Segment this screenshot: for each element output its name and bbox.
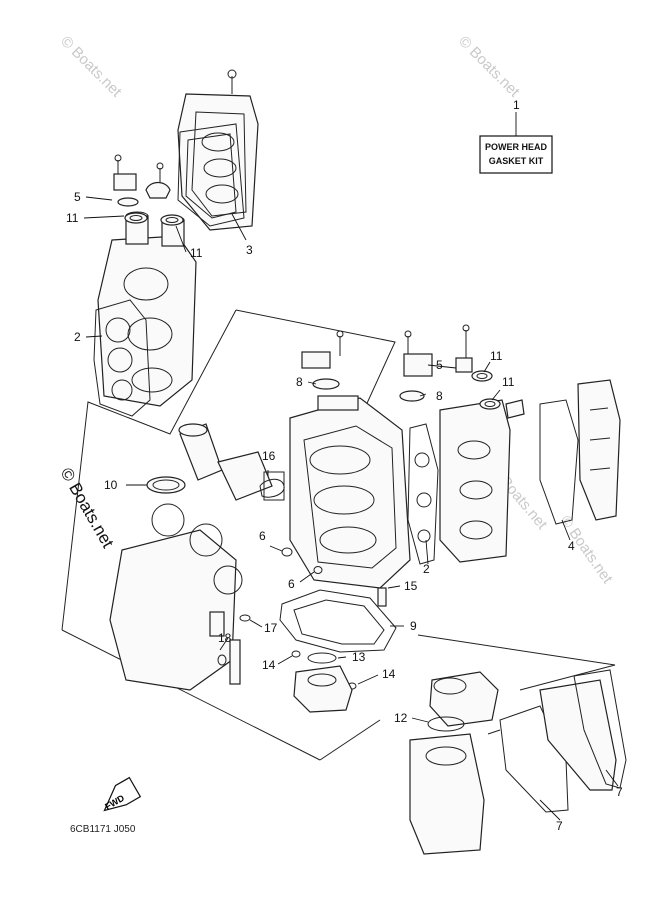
cylinder-block-left bbox=[97, 211, 197, 407]
o-rings-6 bbox=[281, 547, 323, 574]
exhaust-gasket-left bbox=[93, 299, 151, 417]
forward-direction-arrow: FWD bbox=[103, 776, 142, 812]
exhaust-cover-gaskets-7 bbox=[499, 669, 627, 813]
cylinder-head-right bbox=[439, 399, 511, 563]
callout-2-left: 2 bbox=[74, 330, 81, 344]
thermostat-right bbox=[399, 324, 525, 419]
callout-18: 18 bbox=[218, 631, 232, 645]
callout-16: 16 bbox=[262, 449, 276, 463]
callout-2-center: 2 bbox=[423, 562, 430, 576]
callout-10: 10 bbox=[104, 478, 118, 492]
dowel-pipe-15 bbox=[377, 587, 387, 607]
callout-11-right-upper: 11 bbox=[490, 349, 503, 363]
callout-8-right: 8 bbox=[436, 389, 443, 403]
callout-9: 9 bbox=[410, 619, 417, 633]
head-gasket-3 bbox=[177, 123, 245, 227]
assembly-outlines bbox=[61, 309, 616, 761]
watermark-top-left: © Boats.net bbox=[57, 33, 125, 101]
thermostat-left bbox=[113, 154, 184, 226]
water-housing bbox=[291, 650, 357, 713]
callout-4: 4 bbox=[568, 539, 575, 553]
callout-6-upper: 6 bbox=[259, 529, 266, 543]
thermostat-center bbox=[301, 330, 344, 390]
base-gasket-9 bbox=[279, 589, 397, 653]
kit-label-line1: POWER HEAD bbox=[485, 142, 548, 152]
drawing-code: 6CB1171 J050 bbox=[70, 824, 136, 835]
callout-8-center: 8 bbox=[296, 375, 303, 389]
power-head-gasket-kit-label: POWER HEAD GASKET KIT bbox=[479, 112, 553, 174]
callout-11-left: 11 bbox=[66, 211, 79, 225]
lower-block-crankshaft bbox=[109, 476, 251, 691]
callout-11-mid: 11 bbox=[190, 246, 203, 260]
callout-3: 3 bbox=[246, 243, 253, 257]
callout-5-right: 5 bbox=[436, 358, 443, 372]
leader-lines bbox=[83, 196, 619, 821]
cylinder-head-top-left bbox=[177, 69, 259, 231]
callout-14-right: 14 bbox=[382, 667, 396, 681]
exhaust-guide-lower bbox=[409, 671, 501, 855]
callout-1: 1 bbox=[513, 98, 520, 112]
watermark-top-right: © Boats.net bbox=[455, 33, 523, 101]
callout-11-right-lower: 11 bbox=[502, 375, 515, 389]
kit-label-line2: GASKET KIT bbox=[489, 156, 544, 166]
callout-6-lower: 6 bbox=[288, 577, 295, 591]
callout-14-left: 14 bbox=[262, 658, 276, 672]
watermark-lower-right: © Boats.net bbox=[557, 513, 616, 588]
callout-15: 15 bbox=[404, 579, 418, 593]
callouts: 1 2 2 3 4 5 5 6 6 7 7 8 8 9 10 11 11 11 … bbox=[66, 98, 623, 833]
callout-17: 17 bbox=[264, 621, 278, 635]
oil-filter-assembly bbox=[178, 423, 285, 501]
callout-7-right: 7 bbox=[616, 785, 623, 799]
callout-7-lower: 7 bbox=[556, 819, 563, 833]
callout-12: 12 bbox=[394, 711, 408, 725]
exhaust-cover-right bbox=[539, 379, 621, 525]
callout-13: 13 bbox=[352, 650, 366, 664]
crankcase-center bbox=[289, 395, 411, 589]
exhaust-gasket-center bbox=[407, 423, 439, 565]
callout-5-left: 5 bbox=[74, 190, 81, 204]
